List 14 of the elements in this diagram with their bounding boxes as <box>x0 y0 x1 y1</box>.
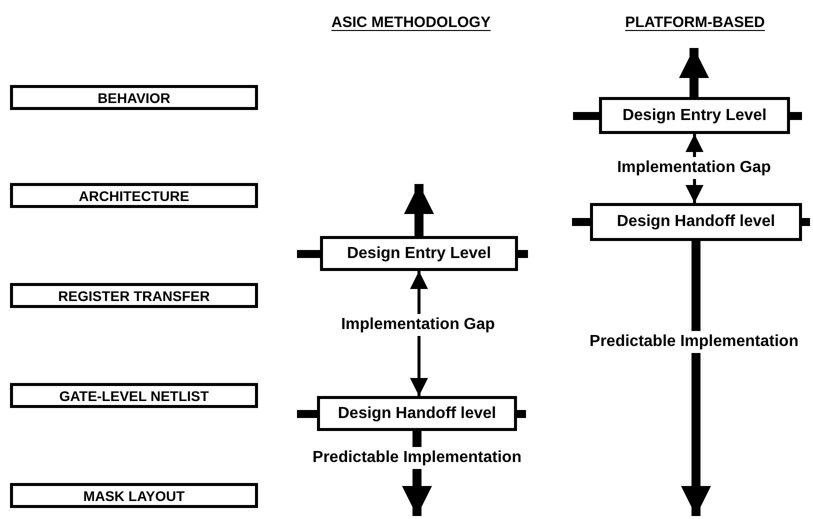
abstraction-level-box: REGISTER TRANSFER <box>10 283 258 308</box>
arrow <box>681 241 711 516</box>
arrow <box>404 184 434 236</box>
design-level-box: Design Handoff level <box>317 396 517 431</box>
abstraction-level-box: GATE-LEVEL NETLIST <box>10 383 258 408</box>
abstraction-level-box: BEHAVIOR <box>10 85 258 110</box>
abstraction-level-box: MASK LAYOUT <box>10 483 258 508</box>
column-heading: ASIC METHODOLOGY <box>331 14 491 31</box>
arrow <box>679 48 709 97</box>
design-level-box: Design Entry Level <box>599 97 790 134</box>
design-level-box: Design Handoff level <box>590 203 802 241</box>
abstraction-level-box: ARCHITECTURE <box>10 183 258 208</box>
column-heading: PLATFORM-BASED <box>625 14 765 31</box>
design-level-box: Design Entry Level <box>320 236 518 271</box>
